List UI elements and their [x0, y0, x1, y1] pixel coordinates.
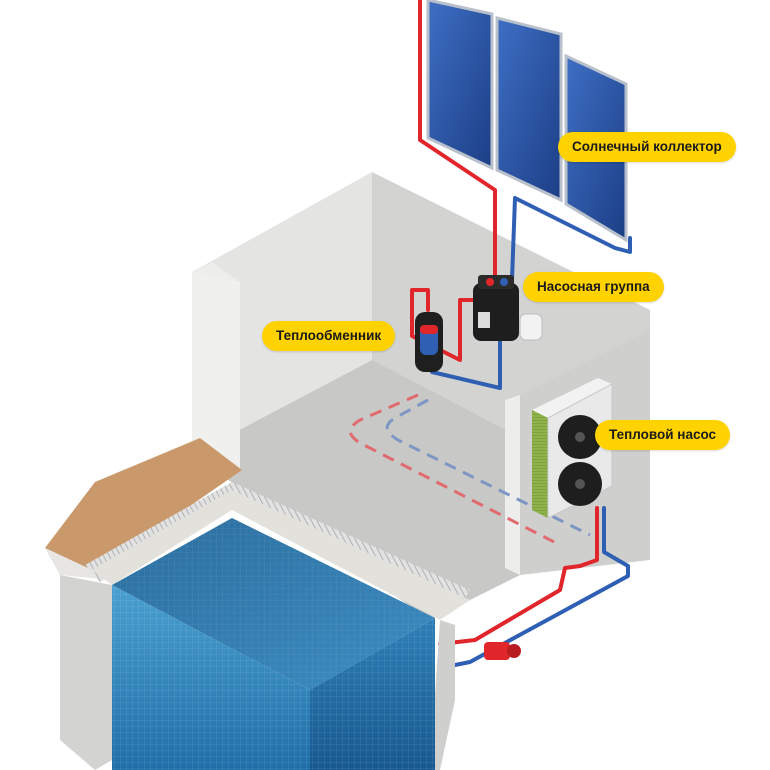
heat-pump-fan-bottom-hub [575, 479, 585, 489]
pool-concrete-shell-left [60, 575, 112, 770]
left-wall-pillar [192, 272, 240, 470]
solar-collector-label: Солнечный коллектор [558, 132, 736, 162]
solar-panel-1 [426, 0, 494, 171]
circulation-pump [484, 642, 521, 660]
pump-group [473, 275, 543, 341]
drain-grate [85, 482, 470, 606]
pipes [410, 0, 632, 670]
right-wall-edge [505, 395, 520, 575]
pool-water-surface-tiles [112, 518, 435, 690]
underfloor-hot-pipe [349, 393, 561, 547]
pump-gauge-cold [500, 278, 508, 286]
heat-pump-fan-top-hub [575, 432, 585, 442]
heat-pump-top [532, 378, 612, 418]
underfloor-cold-pipe [385, 398, 591, 537]
circulation-pump-motor [507, 644, 521, 658]
heat-pump-hot-pipe [438, 506, 599, 646]
solar-collector [426, 0, 628, 243]
pool-wall-side-tiles [310, 618, 435, 770]
heat-exchanger-label: Теплообменник [262, 321, 396, 351]
heat-exchanger-hot-band [420, 325, 438, 334]
pump-group-label: Насосная группа [523, 272, 664, 302]
solar-hot-pipe [418, 0, 497, 277]
pump-controller-display [478, 312, 490, 328]
solar-panel-2 [495, 16, 563, 203]
pool-wall-front-tiles [112, 585, 310, 770]
solar-cold-pipe [510, 196, 632, 282]
heat-exchanger [415, 312, 443, 372]
pool [45, 438, 470, 770]
heat-pump-cold-pipe [438, 506, 630, 670]
pool-concrete-shell-right [430, 620, 455, 770]
heat-pump-side-grill [532, 410, 548, 518]
pump-gauge-hot [486, 278, 494, 286]
pool-coping [92, 490, 470, 620]
pump-group-top [478, 275, 514, 289]
heat-pump-label: Тепловой насос [595, 420, 731, 450]
expansion-tank [519, 313, 543, 341]
wooden-deck [45, 438, 242, 570]
underfloor-pipes [349, 393, 591, 547]
circulation-pump-body [484, 642, 510, 660]
heat-pump [532, 378, 613, 519]
